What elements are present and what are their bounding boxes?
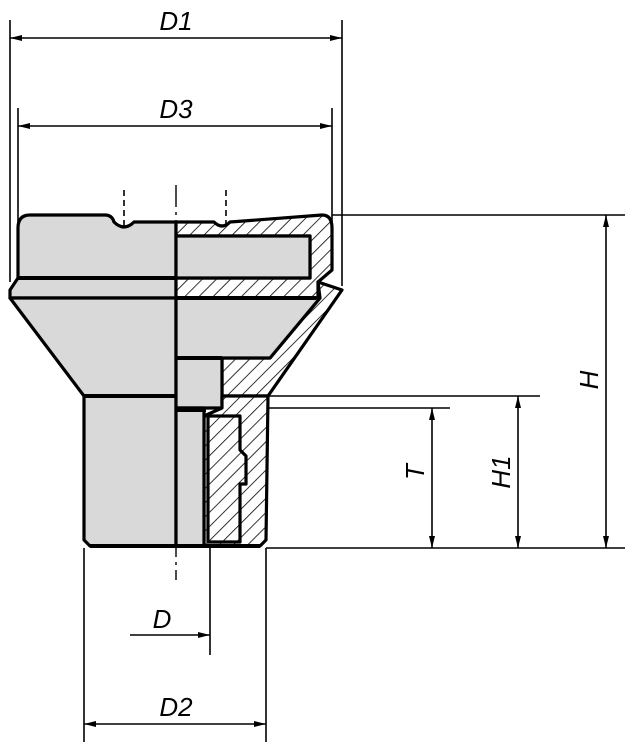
bore-hole: [174, 406, 206, 548]
cap-inner: [174, 234, 312, 280]
part-edges: [18, 190, 316, 548]
label-h1: H1: [486, 455, 516, 488]
knob-section-view: [174, 213, 344, 548]
label-d3: D3: [159, 94, 193, 124]
extension-lines: [9, 20, 625, 742]
cone-body: [8, 296, 178, 398]
label-d: D: [153, 604, 172, 634]
label-h: H: [574, 370, 604, 389]
label-d2: D2: [159, 692, 193, 722]
cap-body: [16, 213, 178, 280]
dimension-labels: D1 D3 H H1 T D D2: [153, 6, 604, 722]
flange-ring: [8, 276, 178, 300]
knob-exterior-view: [8, 213, 178, 548]
shank-body: [82, 394, 178, 548]
dimension-lines: [10, 35, 609, 727]
bushing-insert: [206, 414, 248, 544]
label-t: T: [400, 462, 430, 480]
label-d1: D1: [159, 6, 192, 36]
bore-inner: [174, 356, 224, 410]
